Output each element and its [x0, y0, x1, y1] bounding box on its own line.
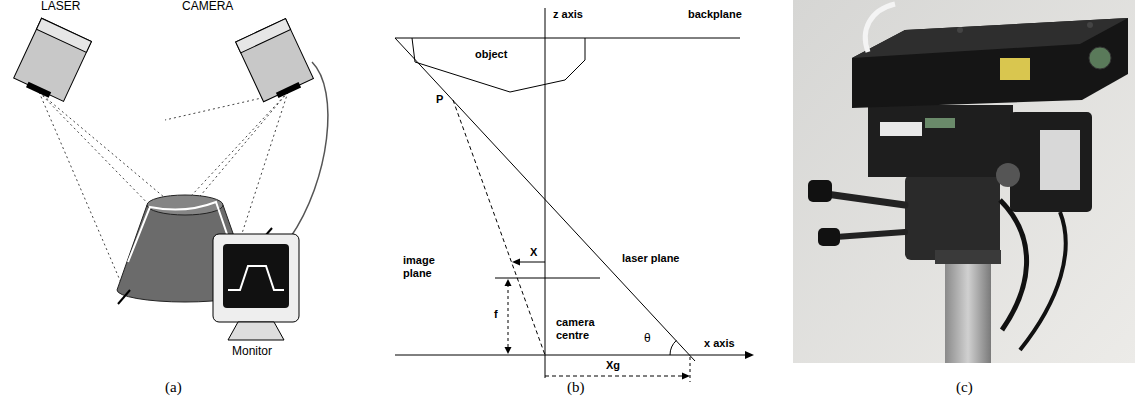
plane-label: laser plane: [622, 252, 702, 265]
camera-face: [236, 19, 291, 53]
black-cable: [1000, 200, 1027, 330]
motor-shaft: [996, 163, 1020, 187]
screw: [1087, 22, 1093, 28]
point-label: P: [436, 93, 443, 106]
camera-window: [1089, 47, 1111, 69]
laser-box: [3, 0, 103, 110]
tripod-collar: [935, 250, 1001, 264]
arrowhead: [505, 279, 512, 286]
panel-caption: (b): [567, 379, 585, 396]
laser-ray: [39, 92, 160, 216]
stage-label: [925, 118, 955, 128]
stripe-end: [118, 290, 130, 304]
angle-label: θ: [644, 332, 651, 346]
tripod-head: [905, 175, 1000, 260]
x-axis: [395, 355, 748, 356]
dimension-label: X: [530, 246, 537, 259]
xg-extension: [690, 357, 691, 382]
device-name: LASER: [41, 0, 80, 14]
handle-grip: [808, 180, 832, 202]
camera-body: [236, 19, 314, 102]
laser-lens: [26, 82, 51, 98]
scanner-top: [852, 18, 1128, 58]
object-shape: [400, 36, 600, 98]
dimension-label: f: [494, 308, 498, 321]
monitor-base: [228, 322, 284, 340]
monitor-screen: [223, 244, 289, 308]
device-name: Monitor: [232, 345, 272, 359]
motor-label: [1040, 130, 1080, 190]
z-axis: [545, 8, 546, 378]
laser-unit: LASER: [3, 0, 103, 110]
warning-label: [1000, 58, 1030, 80]
projection-ray: [453, 100, 545, 355]
handle-grip: [818, 228, 840, 246]
screw: [957, 27, 963, 33]
monitor: Monitor: [208, 232, 304, 362]
stage-label: [880, 122, 922, 136]
monitor-shape: [208, 232, 304, 345]
device-name: CAMERA: [182, 0, 233, 14]
axis-label: x axis: [704, 337, 735, 350]
dimension-label: Xg: [606, 359, 620, 372]
point-label: camera centre: [556, 316, 612, 341]
panel-caption: (a): [165, 379, 182, 396]
object-name: object: [475, 48, 507, 61]
laser-plane-line: [395, 38, 695, 361]
monitor-body: [213, 234, 299, 322]
photo-background: [793, 0, 1135, 363]
white-cable: [865, 4, 895, 52]
camera-unit: CAMERA: [180, 0, 315, 110]
arrowhead: [745, 351, 754, 359]
scanner-housing: [852, 18, 1128, 108]
camera-ray: [235, 92, 288, 255]
black-cable: [1020, 212, 1066, 350]
panel-caption: (c): [956, 379, 973, 396]
translation-stage: [868, 105, 1013, 177]
tripod-pole: [945, 255, 991, 363]
arrowhead: [505, 347, 512, 354]
plane-label: image plane: [403, 254, 455, 279]
cone-top: [147, 195, 223, 215]
laser-ray: [39, 92, 125, 292]
screen-trace: [228, 266, 284, 290]
x-dimension: [518, 262, 545, 263]
xg-dimension: [545, 376, 683, 377]
plane-label: backplane: [688, 8, 742, 21]
object-outline: object: [400, 36, 600, 98]
laser-face: [36, 18, 91, 52]
laser-body: [14, 18, 92, 101]
camera-lens: [276, 82, 301, 98]
arrowhead: [682, 373, 690, 380]
axis-label: z axis: [553, 8, 583, 21]
stepper-motor: [1010, 112, 1092, 212]
angle-arc: [670, 340, 676, 355]
focal-dimension: [508, 284, 509, 349]
camera-box: [180, 0, 315, 110]
arrowhead: [512, 259, 520, 266]
camera-ray: [190, 92, 288, 208]
image-plane-line: [495, 278, 600, 279]
backplane: [395, 38, 740, 39]
object-outline-line: [412, 38, 585, 92]
